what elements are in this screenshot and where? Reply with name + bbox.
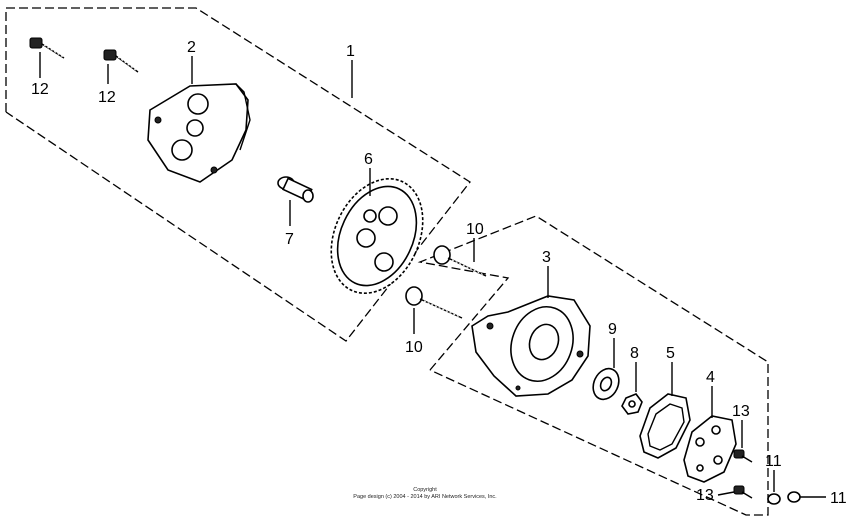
pump-cover-part-2[interactable] (147, 83, 251, 183)
copyright-line-2: Page design (c) 2004 - 2014 by ARI Netwo… (353, 494, 497, 500)
bolt-13-upper[interactable] (733, 449, 753, 463)
nut-part-8[interactable] (621, 393, 643, 415)
bolt-12-left[interactable] (29, 37, 65, 59)
callout-12-middle: 12 (98, 89, 116, 106)
bolt-12-middle[interactable] (103, 49, 139, 73)
copyright-line-1: Copyright (413, 487, 437, 493)
callout-10-upper: 10 (466, 221, 484, 238)
pump-body-part-3[interactable] (471, 295, 591, 397)
group-frame-3 (417, 215, 769, 516)
o-ring-11-right[interactable] (787, 491, 801, 503)
callout-5: 5 (666, 345, 675, 362)
callout-13-lower: 13 (696, 487, 714, 504)
callout-4: 4 (706, 369, 715, 386)
callout-7: 7 (285, 231, 294, 248)
cover-plate-part-4[interactable] (683, 415, 737, 483)
callout-9: 9 (608, 321, 617, 338)
callout-1: 1 (346, 43, 355, 60)
o-ring-11-left[interactable] (767, 493, 781, 505)
callout-8: 8 (630, 345, 639, 362)
callout-6: 6 (364, 151, 373, 168)
callout-12-left: 12 (31, 81, 49, 98)
callout-3: 3 (542, 249, 551, 266)
bolt-13-lower[interactable] (733, 485, 753, 499)
callout-11-right: 11 (830, 490, 847, 507)
washer-part-9[interactable] (588, 364, 623, 403)
shaft-part-7[interactable] (277, 176, 314, 203)
callout-11-left: 11 (765, 453, 782, 470)
callout-2: 2 (187, 39, 196, 56)
callout-10-lower: 10 (405, 339, 423, 356)
callout-13-upper: 13 (732, 403, 750, 420)
group-frame-1 (5, 7, 471, 342)
gear-part-6[interactable] (314, 164, 441, 308)
bolt-10-lower[interactable] (405, 286, 463, 319)
gasket-part-5[interactable] (639, 393, 691, 459)
bolt-10-upper[interactable] (433, 245, 487, 277)
